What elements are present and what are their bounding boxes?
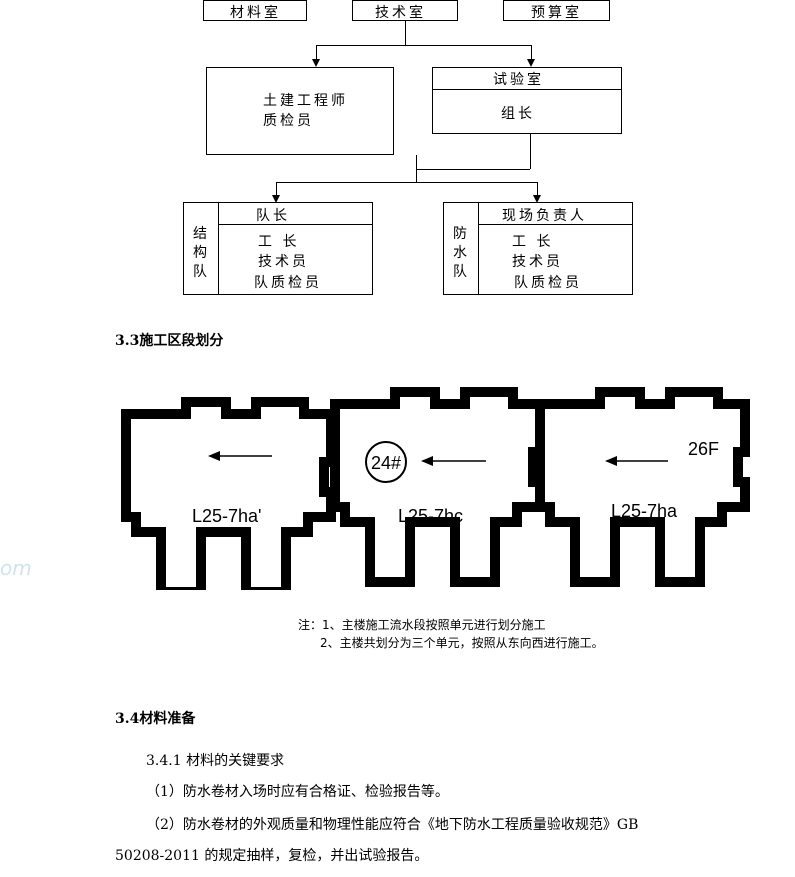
building-number-label: 24# (371, 453, 401, 473)
engineer-box: 土建工程师 质检员 (206, 67, 394, 155)
unit-outline-east (540, 392, 745, 582)
unit-label-east: L25-7ha (611, 501, 678, 521)
section-3-3-heading: 3.3施工区段划分 (115, 333, 224, 349)
tech-room-box: 技术室 (352, 0, 458, 21)
waterproof-team-box: 防 水 队 现场负责人 工 长 技术员 队质检员 (443, 202, 633, 295)
section-3-4-heading: 3.4材料准备 (115, 711, 196, 727)
lab-title: 试验室 (493, 72, 544, 88)
lab-box: 试验室 组长 (432, 67, 622, 134)
paragraph-item-2-cont: 50208-2011 的规定抽样，复检，并出试验报告。 (115, 848, 429, 864)
edge-watermark: om (0, 556, 32, 580)
structure-inspector: 队质检员 (254, 275, 322, 291)
waterproof-foreman: 工 长 (512, 234, 554, 250)
paragraph-3-4-1: 3.4.1 材料的关键要求 (146, 753, 285, 769)
waterproof-team-side-3: 队 (453, 264, 470, 280)
structure-team-side-3: 队 (193, 264, 210, 280)
structure-technician: 技术员 (258, 254, 309, 270)
floor-count-label: 26F (688, 439, 719, 459)
waterproof-team-title: 现场负责人 (502, 208, 587, 224)
plan-note-2: 2、主楼共划分为三个单元，按照从东向西进行施工。 (320, 636, 604, 650)
structure-team-title: 队长 (256, 208, 290, 224)
flow-arrow-middle-unit (421, 456, 486, 466)
unit-outline-middle (335, 392, 540, 582)
unit-label-middle: L25-7hc (398, 506, 463, 526)
structure-team-side-1: 结 (193, 226, 210, 242)
structure-team-side-2: 构 (193, 245, 210, 261)
budget-room-box: 预算室 (503, 0, 610, 21)
building-number-circle (365, 441, 407, 483)
paragraph-item-2: （2）防水卷材的外观质量和物理性能应符合《地下防水工程质量验收规范》GB (146, 817, 639, 833)
tech-room-label: 技术室 (375, 5, 426, 21)
budget-room-label: 预算室 (531, 5, 582, 21)
civil-engineer-label: 土建工程师 (263, 93, 348, 109)
material-room-box: 材料室 (203, 0, 307, 21)
flow-arrow-east-unit (605, 456, 668, 466)
paragraph-item-1: （1）防水卷材入场时应有合格证、检验报告等。 (146, 784, 449, 800)
unit-label-west: L25-7ha' (192, 506, 262, 526)
plan-note-1: 注：1、主楼施工流水段按照单元进行划分施工 (298, 618, 546, 632)
structure-foreman: 工 长 (258, 234, 300, 250)
structure-team-box: 结 构 队 队长 工 长 技术员 队质检员 (183, 202, 373, 295)
unit-outline-west (126, 402, 331, 590)
floor-plan: 24# 26F L25-7ha' L25-7hc L25-7ha (0, 370, 795, 590)
waterproof-team-side-1: 防 (453, 226, 470, 242)
waterproof-team-side-2: 水 (453, 245, 470, 261)
lab-leader-label: 组长 (501, 106, 535, 122)
waterproof-technician: 技术员 (512, 254, 563, 270)
flow-arrow-west-unit (208, 451, 272, 461)
quality-inspector-label: 质检员 (263, 113, 314, 129)
material-room-label: 材料室 (230, 5, 281, 21)
waterproof-inspector: 队质检员 (514, 275, 582, 291)
